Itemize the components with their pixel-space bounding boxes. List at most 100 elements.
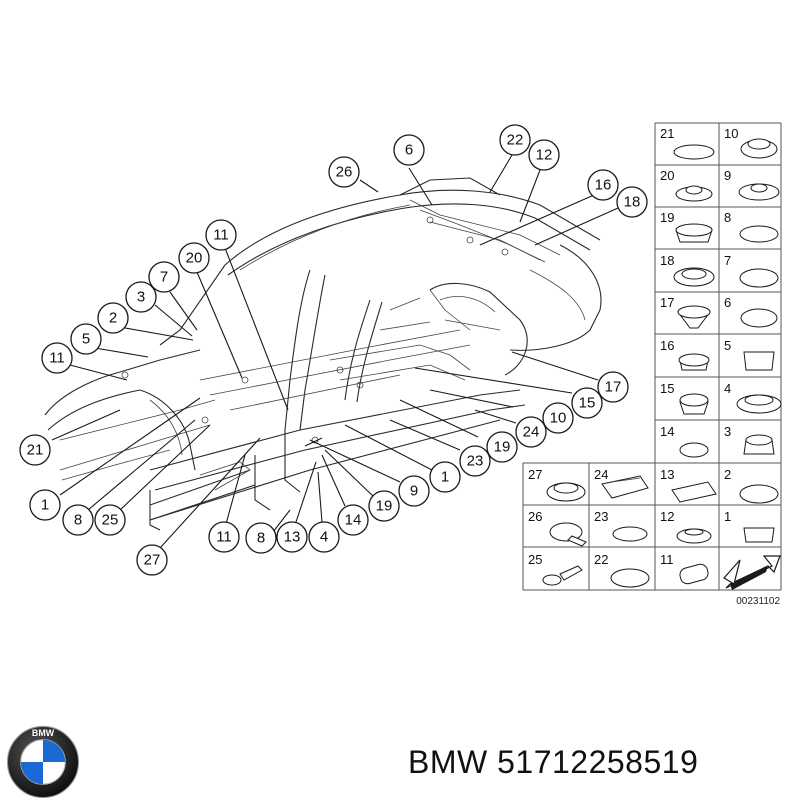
- legend-num-2: 2: [724, 467, 731, 482]
- svg-text:3: 3: [137, 289, 145, 306]
- svg-text:11: 11: [49, 350, 65, 367]
- callout-27: 27: [136, 544, 168, 576]
- callout-5: 5: [70, 323, 102, 355]
- legend-num-27: 27: [528, 467, 542, 482]
- legend-num-1: 1: [724, 509, 731, 524]
- svg-text:11: 11: [213, 227, 229, 244]
- callout-8-a: 8: [62, 504, 94, 536]
- legend-num-4: 4: [724, 381, 731, 396]
- callout-25: 25: [94, 504, 126, 536]
- svg-text:23: 23: [467, 453, 484, 470]
- callout-1-b: 1: [429, 461, 461, 493]
- svg-text:27: 27: [144, 552, 161, 569]
- callout-1-a: 1: [29, 489, 61, 521]
- brand-name: BMW: [408, 744, 488, 780]
- svg-text:7: 7: [160, 269, 168, 286]
- legend-num-18: 18: [660, 253, 674, 268]
- callout-20: 20: [178, 242, 210, 274]
- legend-grid-lines: [522, 122, 782, 591]
- svg-text:14: 14: [345, 512, 362, 529]
- callout-19-b: 19: [486, 431, 518, 463]
- callout-13: 13: [276, 521, 308, 553]
- callout-12: 12: [528, 139, 560, 171]
- svg-text:17: 17: [605, 379, 622, 396]
- callout-17: 17: [597, 371, 629, 403]
- svg-text:5: 5: [82, 331, 90, 348]
- callouts: 26 6 22 12 16 18 11 20 7 3 2 5 11 21 1 8…: [19, 124, 648, 576]
- callout-26: 26: [328, 156, 360, 188]
- svg-text:19: 19: [376, 498, 393, 515]
- svg-text:15: 15: [579, 395, 596, 412]
- callout-3: 3: [125, 281, 157, 313]
- svg-text:8: 8: [74, 512, 82, 529]
- leader-lines: [51, 154, 619, 549]
- svg-text:2: 2: [109, 310, 117, 327]
- svg-text:1: 1: [441, 469, 449, 486]
- legend-num-6: 6: [724, 295, 731, 310]
- legend-num-23: 23: [594, 509, 608, 524]
- bmw-logo-letters: BMW: [32, 728, 55, 738]
- parts-legend: 21 10 20 9 19 8 18 7 17 6 16 5 15 4 14 3…: [522, 122, 782, 607]
- svg-text:24: 24: [523, 424, 540, 441]
- callout-9: 9: [398, 475, 430, 507]
- legend-num-24: 24: [594, 467, 608, 482]
- legend-num-25: 25: [528, 552, 542, 567]
- legend-num-16: 16: [660, 338, 674, 353]
- svg-text:11: 11: [216, 529, 232, 546]
- callout-14: 14: [337, 504, 369, 536]
- legend-num-9: 9: [724, 168, 731, 183]
- legend-num-12: 12: [660, 509, 674, 524]
- callout-10: 10: [542, 402, 574, 434]
- callout-19-a: 19: [368, 490, 400, 522]
- plug-pictograms: [542, 138, 782, 588]
- svg-text:10: 10: [550, 410, 567, 427]
- legend-num-13: 13: [660, 467, 674, 482]
- legend-num-15: 15: [660, 381, 674, 396]
- callout-11-b: 11: [41, 342, 73, 374]
- svg-text:12: 12: [536, 147, 553, 164]
- svg-text:4: 4: [320, 529, 328, 546]
- car-body-drawing: [44, 177, 602, 531]
- svg-text:21: 21: [27, 442, 44, 459]
- callout-16: 16: [587, 169, 619, 201]
- svg-text:9: 9: [410, 483, 418, 500]
- legend-num-11: 11: [660, 552, 674, 567]
- legend-num-26: 26: [528, 509, 542, 524]
- callout-11-c: 11: [208, 521, 240, 553]
- svg-text:26: 26: [336, 164, 353, 181]
- part-number: 51712258519: [497, 744, 699, 780]
- callout-7: 7: [148, 261, 180, 293]
- bmw-logo: BMW: [6, 725, 80, 799]
- callout-11-a: 11: [205, 219, 237, 251]
- diagram-reference-code: 00231102: [736, 596, 780, 607]
- callout-23: 23: [459, 445, 491, 477]
- legend-num-10: 10: [724, 126, 738, 141]
- svg-text:16: 16: [595, 177, 612, 194]
- legend-num-22: 22: [594, 552, 608, 567]
- legend-num-5: 5: [724, 338, 731, 353]
- svg-text:1: 1: [41, 497, 49, 514]
- legend-num-14: 14: [660, 424, 674, 439]
- callout-2: 2: [97, 302, 129, 334]
- legend-num-20: 20: [660, 168, 674, 183]
- callout-8-b: 8: [245, 522, 277, 554]
- svg-text:19: 19: [494, 439, 511, 456]
- legend-num-17: 17: [660, 295, 674, 310]
- legend-num-7: 7: [724, 253, 731, 268]
- callout-18: 18: [616, 186, 648, 218]
- legend-num-21: 21: [660, 126, 674, 141]
- legend-num-19: 19: [660, 210, 674, 225]
- callout-21: 21: [19, 434, 51, 466]
- callout-22: 22: [499, 124, 531, 156]
- svg-text:22: 22: [507, 132, 524, 149]
- svg-text:6: 6: [405, 142, 413, 159]
- svg-text:13: 13: [284, 529, 301, 546]
- svg-text:25: 25: [102, 512, 119, 529]
- svg-text:8: 8: [257, 530, 265, 547]
- legend-num-3: 3: [724, 424, 731, 439]
- callout-15: 15: [571, 387, 603, 419]
- svg-text:18: 18: [624, 194, 641, 211]
- svg-text:20: 20: [186, 250, 203, 267]
- callout-24: 24: [515, 416, 547, 448]
